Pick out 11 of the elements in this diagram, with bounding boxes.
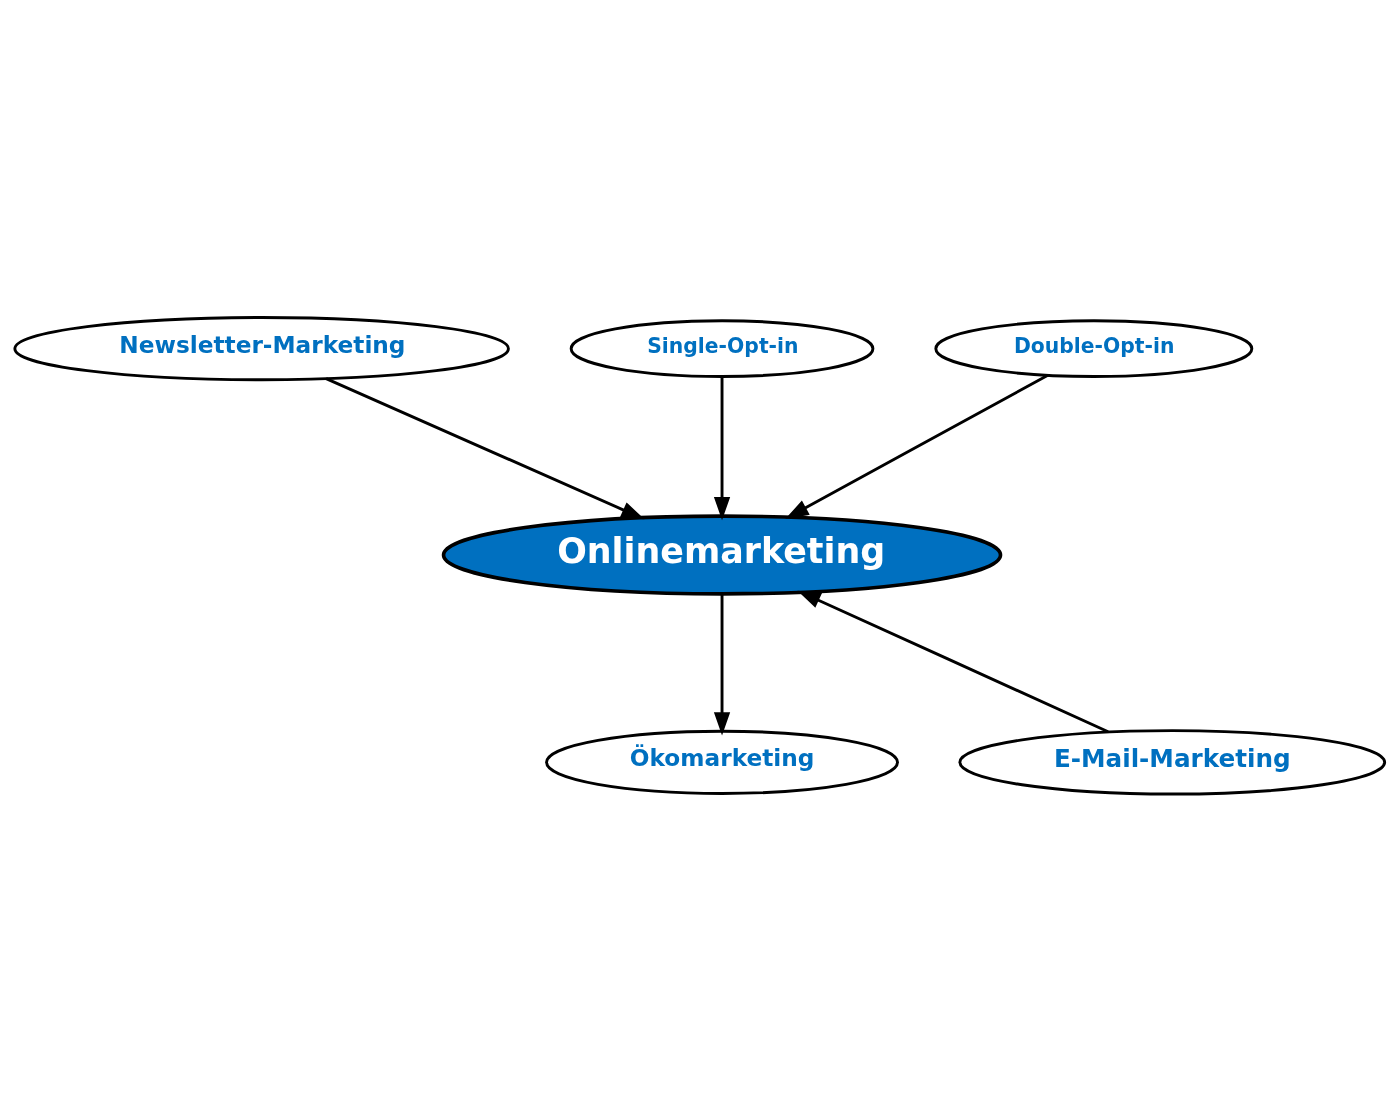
node-ellipse: Double-Opt-in bbox=[934, 318, 1254, 378]
node-ellipse: Single-Opt-in bbox=[569, 318, 875, 378]
arrow bbox=[713, 376, 731, 520]
node-ellipse: Onlinemarketing bbox=[441, 513, 1003, 596]
node-ellipse: E-Mail-Marketing bbox=[958, 728, 1387, 796]
node-ellipse: Newsletter-Marketing bbox=[13, 315, 510, 381]
arrow bbox=[325, 376, 645, 519]
arrow bbox=[797, 590, 1109, 733]
arrow bbox=[713, 593, 731, 735]
node-ellipse: Ökomarketing bbox=[545, 729, 899, 795]
arrow bbox=[785, 373, 1049, 519]
